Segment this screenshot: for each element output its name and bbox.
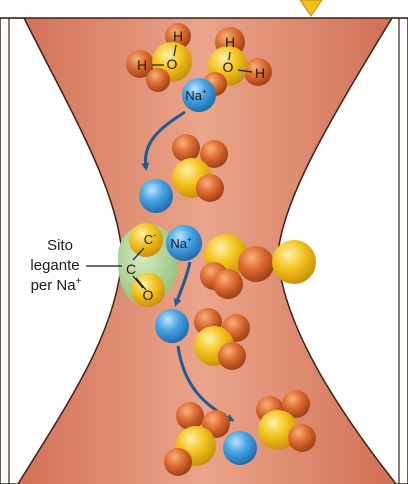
water-2-h-right: H (255, 65, 265, 81)
sodium-ion-1: Na+ (182, 78, 216, 112)
sodium-ion-3: Na+ (166, 225, 202, 261)
binding-site-bottom-oxygen: O (143, 287, 154, 303)
water-1-h-top: H (173, 28, 183, 44)
binding-site-label-line1: Sito (47, 237, 73, 254)
top-border (0, 0, 408, 18)
sodium-ion-2 (139, 179, 173, 213)
binding-site-carbon: C (126, 261, 136, 277)
water-1-o: O (167, 56, 178, 72)
sodium-ion-4 (155, 309, 189, 343)
binding-site-label-line3: per Na+ (31, 276, 82, 294)
water-1-h-left: H (137, 57, 147, 73)
water-2-h-top: H (225, 34, 235, 50)
sodium-ion-5 (223, 431, 257, 465)
binding-site-label-line2: legante (30, 257, 79, 274)
water-2-o: O (223, 59, 234, 75)
